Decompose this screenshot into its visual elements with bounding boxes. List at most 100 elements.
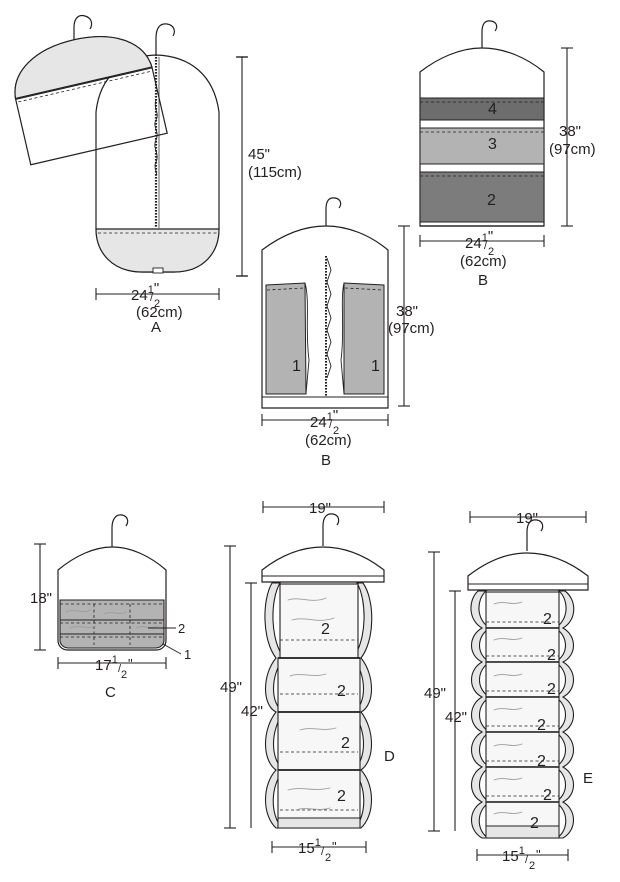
svg-text:151: 151	[298, 837, 321, 857]
shelf-label: 2	[547, 647, 556, 664]
dim-d-height-outer: 49"	[220, 679, 242, 696]
view-d: 2 2 2 2 19" 49" 42" 151 / 2 " D	[220, 500, 395, 864]
figure-label-a: A	[151, 319, 161, 336]
svg-text:241": 241"	[131, 280, 159, 304]
dim-c-height: 18"	[30, 590, 52, 607]
view-b-inner: 1 1 38" (97cm) 241" / 2 (62cm) B	[261, 197, 435, 469]
hanger-hook-icon	[155, 23, 175, 56]
flap-bag	[14, 36, 168, 166]
figure-label-c: C	[105, 684, 116, 701]
svg-text:241": 241"	[465, 228, 493, 252]
shelf-label: 2	[543, 611, 552, 628]
view-a: 45" (115cm) 241" / 2 (62cm) A	[14, 14, 302, 336]
dim-b2-width-den: 2	[333, 425, 339, 437]
hanger-cover	[467, 552, 589, 591]
garment-bag-body	[261, 225, 389, 409]
hanger-hook-icon	[526, 519, 544, 551]
garment-bag-body	[419, 47, 545, 227]
pocket-3-label: 3	[488, 136, 497, 153]
shelf	[485, 696, 560, 733]
view-e: 2 2 2 2 2 2 2 19" 49" 42" 151 / 2 " E	[424, 510, 593, 872]
dim-e-bottom-num: 1	[519, 845, 525, 857]
hanger-hook-icon	[325, 197, 342, 226]
shelf-label: 2	[547, 681, 556, 698]
dim-e-bottom-whole: 15	[502, 848, 519, 865]
hanger-hook-icon	[111, 514, 129, 547]
shelf-label: 2	[537, 753, 546, 770]
dim-a-width-whole: 24	[131, 287, 148, 304]
dim-b2-height-in: 38"	[396, 303, 418, 320]
hanger-cover	[261, 546, 385, 583]
svg-text:151: 151	[502, 845, 525, 865]
dim-a-height-in: 45"	[248, 146, 270, 163]
dim-e-height-outer: 49"	[424, 685, 446, 702]
dim-d-top: 19"	[309, 500, 331, 517]
dim-c-width-num: 1	[112, 654, 118, 666]
view-b-outer: 4 3 2 38" (97cm) 241" / 2 (62cm) B	[419, 20, 596, 289]
pocket-1-left-label: 1	[292, 358, 301, 375]
svg-text:/: /	[484, 240, 488, 252]
callout-2: 2	[178, 621, 185, 636]
figure-label-b-inner: B	[321, 452, 331, 469]
shelf-label: 2	[530, 815, 539, 832]
dim-c-width-den: 2	[121, 669, 127, 681]
dim-b-width-num: 1	[482, 232, 488, 244]
dim-c-width-quote: "	[128, 656, 133, 671]
dim-b-height-cm: (97cm)	[549, 141, 596, 158]
pocket-2-label: 2	[487, 192, 496, 209]
dim-d-height-inner: 42"	[241, 703, 263, 720]
dim-b2-width-quote: "	[333, 407, 338, 424]
dim-a-width-den: 2	[154, 298, 160, 310]
dim-e-height-inner: 42"	[445, 709, 467, 726]
svg-text:/: /	[525, 854, 529, 866]
shelf	[279, 583, 359, 659]
dim-d-bottom-quote: "	[332, 839, 337, 854]
pocket-4-label: 4	[488, 101, 497, 118]
dim-b-width-quote: "	[488, 228, 493, 245]
dim-a-width-num: 1	[148, 284, 154, 296]
pocket-4	[419, 97, 545, 121]
view-c: 2 1 18" 171 / 2 " C	[30, 514, 191, 701]
dim-a-width-quote: "	[154, 280, 159, 297]
dim-b-width-den: 2	[488, 246, 494, 258]
dim-d-bottom-den: 2	[325, 852, 331, 864]
dim-a-height-cm: (115cm)	[248, 164, 302, 181]
pocket-1-left	[265, 282, 307, 395]
dim-b2-width-whole: 24	[310, 414, 327, 431]
shelf-label: 2	[321, 621, 330, 638]
figure-label-e: E	[583, 770, 593, 787]
svg-text:/: /	[118, 663, 122, 675]
dim-b-width-cm: (62cm)	[460, 253, 507, 270]
dim-e-bottom-den: 2	[529, 860, 535, 872]
hanger-hook-icon	[481, 20, 498, 48]
dim-c-width-whole: 17	[95, 657, 112, 674]
svg-text:/: /	[329, 419, 333, 431]
bottom-gusset	[95, 228, 220, 273]
svg-text:241": 241"	[310, 407, 338, 431]
shelf	[485, 731, 560, 768]
dim-e-top: 19"	[516, 510, 538, 527]
svg-text:171: 171	[95, 654, 118, 674]
svg-text:/: /	[150, 292, 154, 304]
shelf-label: 2	[337, 788, 346, 805]
figure-label-d: D	[384, 748, 395, 765]
svg-text:/: /	[321, 846, 325, 858]
dim-b2-width-cm: (62cm)	[305, 432, 352, 449]
dim-b-width-whole: 24	[465, 235, 482, 252]
dim-d-bottom-num: 1	[315, 837, 321, 849]
hanger-hook-icon	[322, 513, 340, 546]
pocket-panel	[59, 599, 165, 649]
pocket-1-right	[343, 282, 385, 395]
shelf	[277, 657, 361, 713]
pocket-1-right-label: 1	[371, 358, 380, 375]
dim-b2-height-cm: (97cm)	[388, 320, 435, 337]
dim-d-bottom-whole: 15	[298, 840, 315, 857]
shelf-label: 2	[543, 787, 552, 804]
figure-label-b: B	[478, 272, 488, 289]
dim-b2-width-num: 1	[327, 411, 333, 423]
callout-1: 1	[184, 647, 191, 662]
pouch-body	[57, 546, 167, 651]
shelf-label: 2	[337, 683, 346, 700]
dim-a-width-cm: (62cm)	[136, 304, 183, 321]
